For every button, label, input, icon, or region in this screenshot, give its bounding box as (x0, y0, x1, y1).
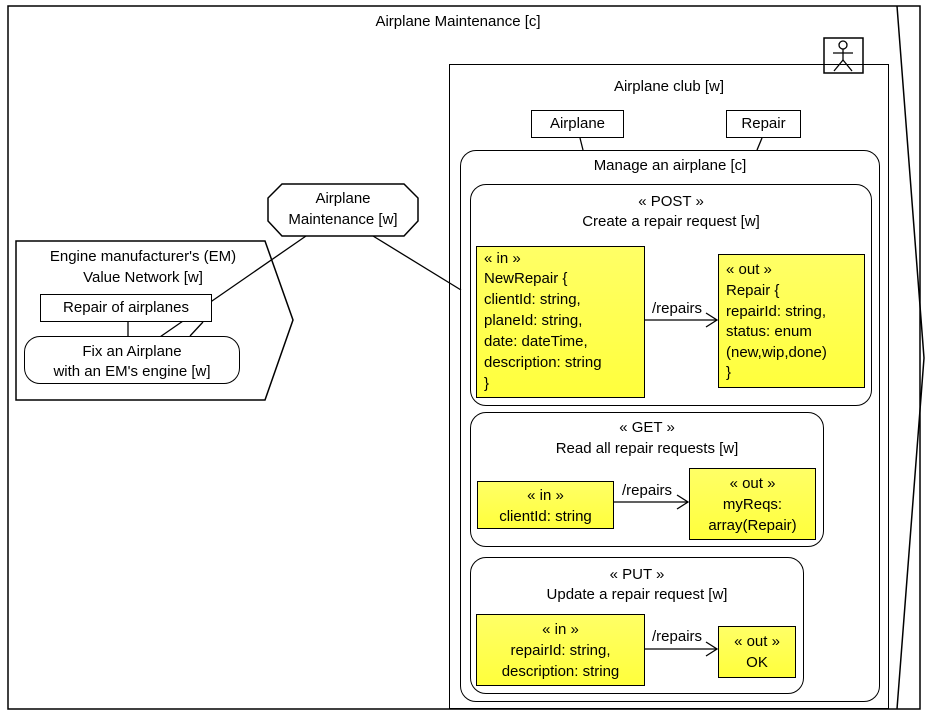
post-in-line: description: string (484, 354, 602, 371)
get-in-line: clientId: string (499, 508, 592, 525)
get-in-line: « in » (527, 487, 564, 504)
post-in-box: « in » NewRepair { clientId: string, pla… (476, 246, 645, 398)
put-title: Update a repair request [w] (546, 586, 728, 603)
post-operation-box (470, 184, 872, 406)
connector-repair-to-manage (756, 137, 763, 151)
post-in-line: NewRepair { (484, 270, 568, 287)
put-arrow-head (705, 641, 719, 657)
post-out-line: repairId: string, (726, 303, 827, 320)
get-stereotype: « GET » (619, 419, 675, 436)
fix-airplane-box: Fix an Airplane with an EM's engine [w] (24, 336, 240, 384)
airplane-club-title: Airplane club [w] (613, 78, 725, 95)
post-title: Create a repair request [w] (582, 213, 760, 230)
post-in-line: planeId: string, (484, 312, 583, 329)
post-out-line: } (726, 364, 732, 381)
post-in-line: date: dateTime, (484, 333, 588, 350)
airplane-box-label: Airplane (549, 115, 606, 132)
put-in-box: « in » repairId: string, description: st… (476, 614, 645, 686)
stick-figure-actor-icon (823, 37, 864, 74)
post-in-line: « in » (484, 250, 521, 267)
post-in-line: } (484, 375, 490, 392)
get-title: Read all repair requests [w] (555, 440, 739, 457)
put-out-line: « out » (734, 633, 780, 650)
repair-of-airplanes-box: Repair of airplanes (40, 294, 212, 322)
manage-airplane-container (460, 150, 880, 702)
repair-of-airplanes-label: Repair of airplanes (63, 299, 189, 316)
post-out-line: status: enum (726, 323, 812, 340)
post-out-line: (new,wip,done) (726, 344, 827, 361)
get-out-line: myReqs: (722, 496, 783, 513)
post-stereotype: « POST » (638, 193, 704, 210)
get-out-box: « out » myReqs: array(Repair) (689, 468, 816, 540)
put-out-line: OK (746, 654, 768, 671)
put-stereotype: « PUT » (609, 566, 665, 583)
get-in-box: « in » clientId: string (477, 481, 614, 529)
post-out-line: Repair { (726, 282, 780, 299)
post-path-label: /repairs (652, 300, 703, 317)
get-out-line: array(Repair) (708, 517, 797, 534)
connector-airplane-to-manage (579, 137, 584, 151)
put-operation-box (470, 557, 804, 694)
repair-box-label: Repair (741, 115, 786, 132)
get-arrow-head (676, 494, 690, 510)
get-path-label: /repairs (622, 482, 673, 499)
post-arrow-head (705, 312, 719, 328)
connector-octagon-to-manage (372, 235, 462, 291)
octagon-shape (267, 183, 419, 237)
octagon-label-line1: Airplane (315, 190, 371, 207)
get-operation-box (470, 412, 824, 547)
octagon-label-line2: Maintenance [w] (288, 211, 398, 228)
put-in-line: repairId: string, (510, 642, 611, 659)
em-network-title-line2: Value Network [w] (83, 269, 203, 286)
put-in-line: « in » (542, 621, 579, 638)
airplane-club-container (449, 64, 889, 709)
repair-box: Repair (726, 110, 801, 138)
post-out-line: « out » (726, 261, 772, 278)
manage-airplane-title: Manage an airplane [c] (593, 157, 747, 174)
em-network-title-line1: Engine manufacturer's (EM) (49, 248, 237, 265)
put-out-box: « out » OK (718, 626, 796, 678)
fix-airplane-line1: Fix an Airplane (82, 343, 182, 360)
get-out-line: « out » (729, 475, 776, 492)
fix-airplane-line2: with an EM's engine [w] (53, 363, 211, 380)
connector-repair-to-fix-2 (189, 321, 204, 337)
post-in-line: clientId: string, (484, 291, 581, 308)
put-in-line: description: string (501, 663, 620, 680)
outer-title: Airplane Maintenance [c] (375, 13, 541, 30)
system-boundary-edge (896, 5, 925, 710)
airplane-box: Airplane (531, 110, 624, 138)
put-path-label: /repairs (652, 628, 703, 645)
post-out-box: « out » Repair { repairId: string, statu… (718, 254, 865, 388)
